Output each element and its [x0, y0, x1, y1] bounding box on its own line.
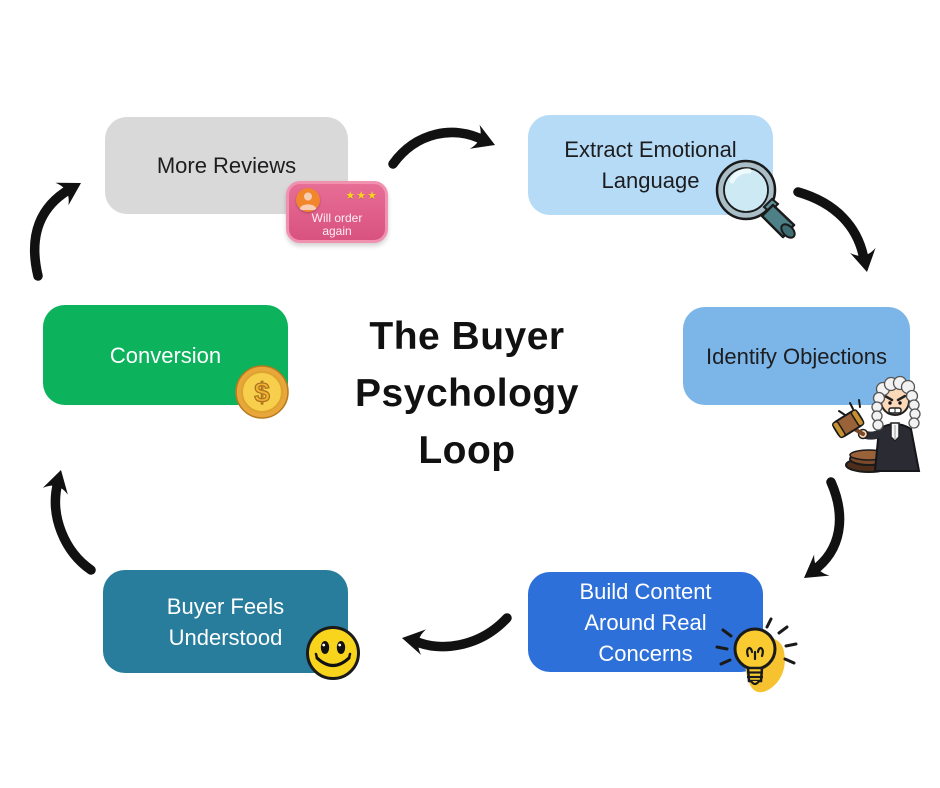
arrow-extract-to-identify-icon	[793, 187, 876, 272]
avatar-icon	[296, 188, 320, 212]
title-line-2: Psychology	[355, 372, 579, 415]
magnifying-glass-icon	[715, 159, 796, 239]
smiley-face-icon	[306, 626, 360, 680]
dollar-sign: $	[254, 377, 270, 408]
node-extract-label: Extract Emotional Language	[564, 137, 737, 193]
node-build-content: Build Content Around Real Concerns	[528, 572, 763, 672]
star-rating-icon: ★★★	[345, 190, 378, 202]
title-line-1: The Buyer	[369, 315, 565, 358]
node-identify-label: Identify Objections	[706, 343, 887, 369]
node-identify-objections: Identify Objections	[683, 307, 910, 405]
judge-gavel-icon	[832, 375, 921, 473]
arrow-more-reviews-to-extract-icon	[388, 124, 495, 169]
node-more-reviews-label: More Reviews	[156, 153, 297, 178]
review-card-icon: ★★★ Will order again	[286, 181, 388, 243]
title-line-3: Loop	[418, 429, 516, 472]
lightbulb-icon	[715, 617, 798, 693]
arrow-build-to-buyer-feels-icon	[402, 613, 512, 655]
node-build-label: Build Content Around Real Concerns	[579, 578, 712, 666]
arrow-buyer-feels-to-conversion-icon	[42, 470, 96, 575]
node-conversion-label: Conversion	[109, 342, 222, 368]
diagram-title: The Buyer Psychology Loop	[305, 308, 629, 479]
review-card-text: Will order again	[311, 211, 363, 238]
node-more-reviews: More Reviews	[105, 117, 348, 214]
dollar-coin-icon: $	[235, 365, 289, 419]
node-buyer-feels-label: Buyer Feels Understood	[166, 593, 285, 650]
arrow-conversion-to-more-reviews-icon	[30, 182, 81, 281]
node-buyer-feels-understood: Buyer Feels Understood	[103, 570, 348, 673]
arrow-identify-to-build-icon	[804, 477, 845, 578]
